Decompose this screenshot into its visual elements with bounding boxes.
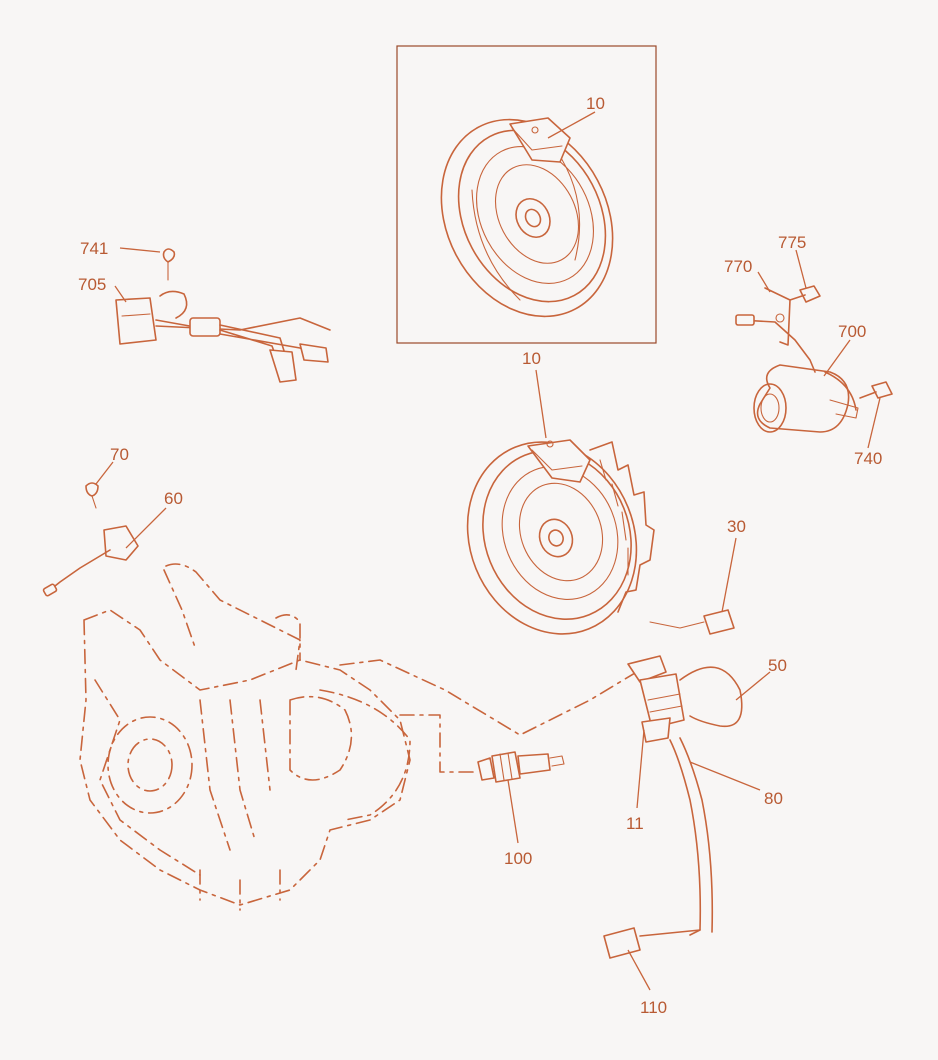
ignition-coil <box>603 609 743 959</box>
flywheel-inset <box>440 117 614 318</box>
flywheel-main <box>466 439 655 635</box>
label-30: 30 <box>727 517 746 536</box>
label-50: 50 <box>768 656 787 675</box>
label-775: 775 <box>778 233 806 252</box>
label-770: 770 <box>724 257 752 276</box>
label-700: 700 <box>838 322 866 341</box>
label-705: 705 <box>78 275 106 294</box>
spark-plug <box>477 751 565 783</box>
label-740: 740 <box>854 449 882 468</box>
label-741: 741 <box>80 239 108 258</box>
wire-harness <box>115 248 331 383</box>
starter-solenoid <box>735 285 893 433</box>
inset-flywheel-group <box>396 45 657 344</box>
sensor <box>42 482 139 597</box>
label-100: 100 <box>504 849 532 868</box>
part-labels: 10 10 741 705 775 770 700 740 70 60 30 5… <box>78 94 882 1017</box>
label-70: 70 <box>110 445 129 464</box>
label-10: 10 <box>522 349 541 368</box>
callout-lines <box>95 111 881 991</box>
engine-block <box>79 563 641 911</box>
label-10-inset: 10 <box>586 94 605 113</box>
inset-frame <box>396 45 657 344</box>
label-80: 80 <box>764 789 783 808</box>
label-110: 110 <box>640 998 667 1017</box>
label-11: 11 <box>626 814 644 833</box>
label-60: 60 <box>164 489 183 508</box>
